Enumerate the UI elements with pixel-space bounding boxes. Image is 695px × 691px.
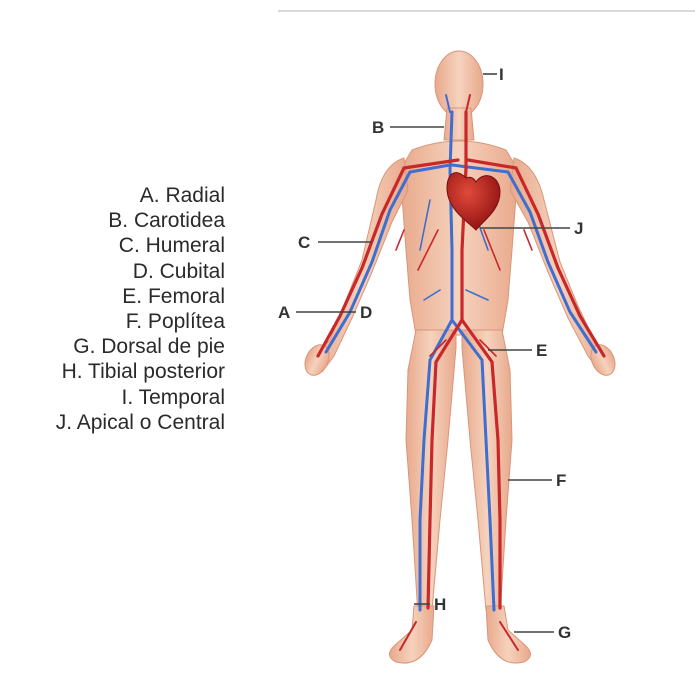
label-c: C xyxy=(298,233,310,252)
label-b: B xyxy=(372,118,384,137)
head xyxy=(435,51,483,117)
label-h: H xyxy=(434,595,446,614)
label-d: D xyxy=(360,303,372,322)
label-e: E xyxy=(536,341,547,360)
label-f: F xyxy=(556,471,566,490)
body-silhouette xyxy=(300,51,619,663)
label-g: G xyxy=(558,623,571,642)
label-i: I xyxy=(499,65,504,84)
neck xyxy=(444,108,474,140)
foot-left xyxy=(389,606,434,663)
label-j: J xyxy=(574,219,583,238)
label-a: A xyxy=(278,303,290,322)
